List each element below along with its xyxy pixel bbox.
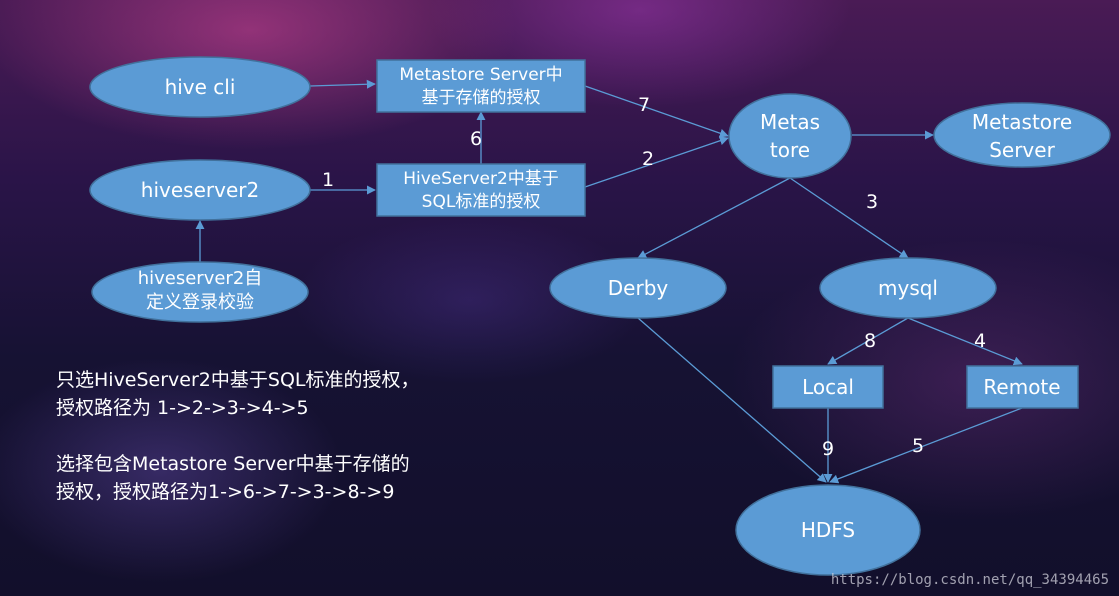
node-hive-cli: hive cli	[89, 56, 311, 118]
edge-remote-to-hdfs	[829, 407, 1023, 484]
node-hiveserver2-custom-login: hiveserver2自 定义登录校验	[91, 261, 309, 323]
note-storage-auth-path: 选择包含Metastore Server中基于存储的 授权，授权路径为1->6-…	[56, 450, 410, 506]
note-storage-auth-line1: 选择包含Metastore Server中基于存储的	[56, 453, 410, 475]
edge-mysql-to-remote	[907, 317, 1023, 366]
node-sql-auth-line2: SQL标准的授权	[422, 192, 541, 212]
node-hdfs-label: HDFS	[801, 518, 855, 542]
edge-label-1: 1	[322, 169, 334, 191]
node-metastore-auth-line2: 基于存储的授权	[422, 88, 541, 108]
node-metastore-server-line2: Server	[989, 138, 1055, 162]
note-sql-auth-line2: 授权路径为 1->2->3->4->5	[56, 397, 309, 419]
note-sql-auth-path: 只选HiveServer2中基于SQL标准的授权， 授权路径为 1->2->3-…	[56, 366, 420, 422]
node-hiveserver2-label: hiveserver2	[141, 178, 259, 202]
node-hiveserver2: hiveserver2	[89, 159, 311, 221]
edge-label-5: 5	[912, 435, 924, 457]
node-mysql: mysql	[819, 257, 997, 319]
note-sql-auth-line1: 只选HiveServer2中基于SQL标准的授权，	[56, 369, 420, 391]
edge-label-6: 6	[470, 128, 482, 150]
node-metastore-line2: tore	[770, 138, 810, 162]
edge-label-8: 8	[864, 330, 876, 352]
watermark: https://blog.csdn.net/qq_34394465	[830, 572, 1109, 588]
edge-label-9: 9	[822, 438, 834, 460]
node-custom-login-line1: hiveserver2自	[138, 268, 263, 289]
node-metastore-server-line1: Metastore	[972, 110, 1072, 134]
node-sql-auth-line1: HiveServer2中基于	[403, 169, 559, 189]
note-storage-auth-line2: 授权，授权路径为1->6->7->3->8->9	[56, 481, 395, 503]
node-metastore-auth-line1: Metastore Server中	[399, 65, 562, 85]
edge-derby-to-hdfs	[637, 317, 827, 483]
node-hdfs: HDFS	[735, 484, 921, 576]
edge-metastore-to-mysql	[789, 177, 909, 259]
edge-label-3: 3	[866, 191, 878, 213]
node-local-label: Local	[802, 375, 854, 399]
node-metastore: Metas tore	[728, 93, 852, 179]
node-remote: Remote	[966, 365, 1079, 409]
node-derby: Derby	[549, 257, 727, 319]
edge-label-2: 2	[642, 148, 654, 170]
node-metastore-line1: Metas	[760, 110, 820, 134]
edge-hivecli-to-metastore-auth	[309, 79, 376, 89]
edge-metastore-auth-to-metastore	[584, 85, 729, 138]
node-metastore-server: Metastore Server	[933, 102, 1111, 168]
node-remote-label: Remote	[983, 375, 1060, 399]
edge-mysql-to-local	[827, 317, 909, 365]
node-hiveserver2-sql-auth: HiveServer2中基于 SQL标准的授权	[376, 163, 586, 217]
edge-metastore-to-derby	[637, 177, 791, 259]
node-mysql-label: mysql	[878, 276, 938, 300]
node-hive-cli-label: hive cli	[165, 75, 236, 99]
edge-label-4: 4	[974, 330, 986, 352]
node-local: Local	[772, 365, 884, 409]
edges	[195, 79, 1023, 484]
edge-sql-auth-to-metastore	[584, 136, 729, 188]
edge-label-7: 7	[638, 94, 650, 116]
node-custom-login-line2: 定义登录校验	[146, 292, 254, 313]
edge-labels: 1 2 3 4 5 6 7 8 9	[322, 94, 986, 460]
node-metastore-storage-auth: Metastore Server中 基于存储的授权	[376, 59, 586, 113]
node-derby-label: Derby	[608, 276, 669, 300]
